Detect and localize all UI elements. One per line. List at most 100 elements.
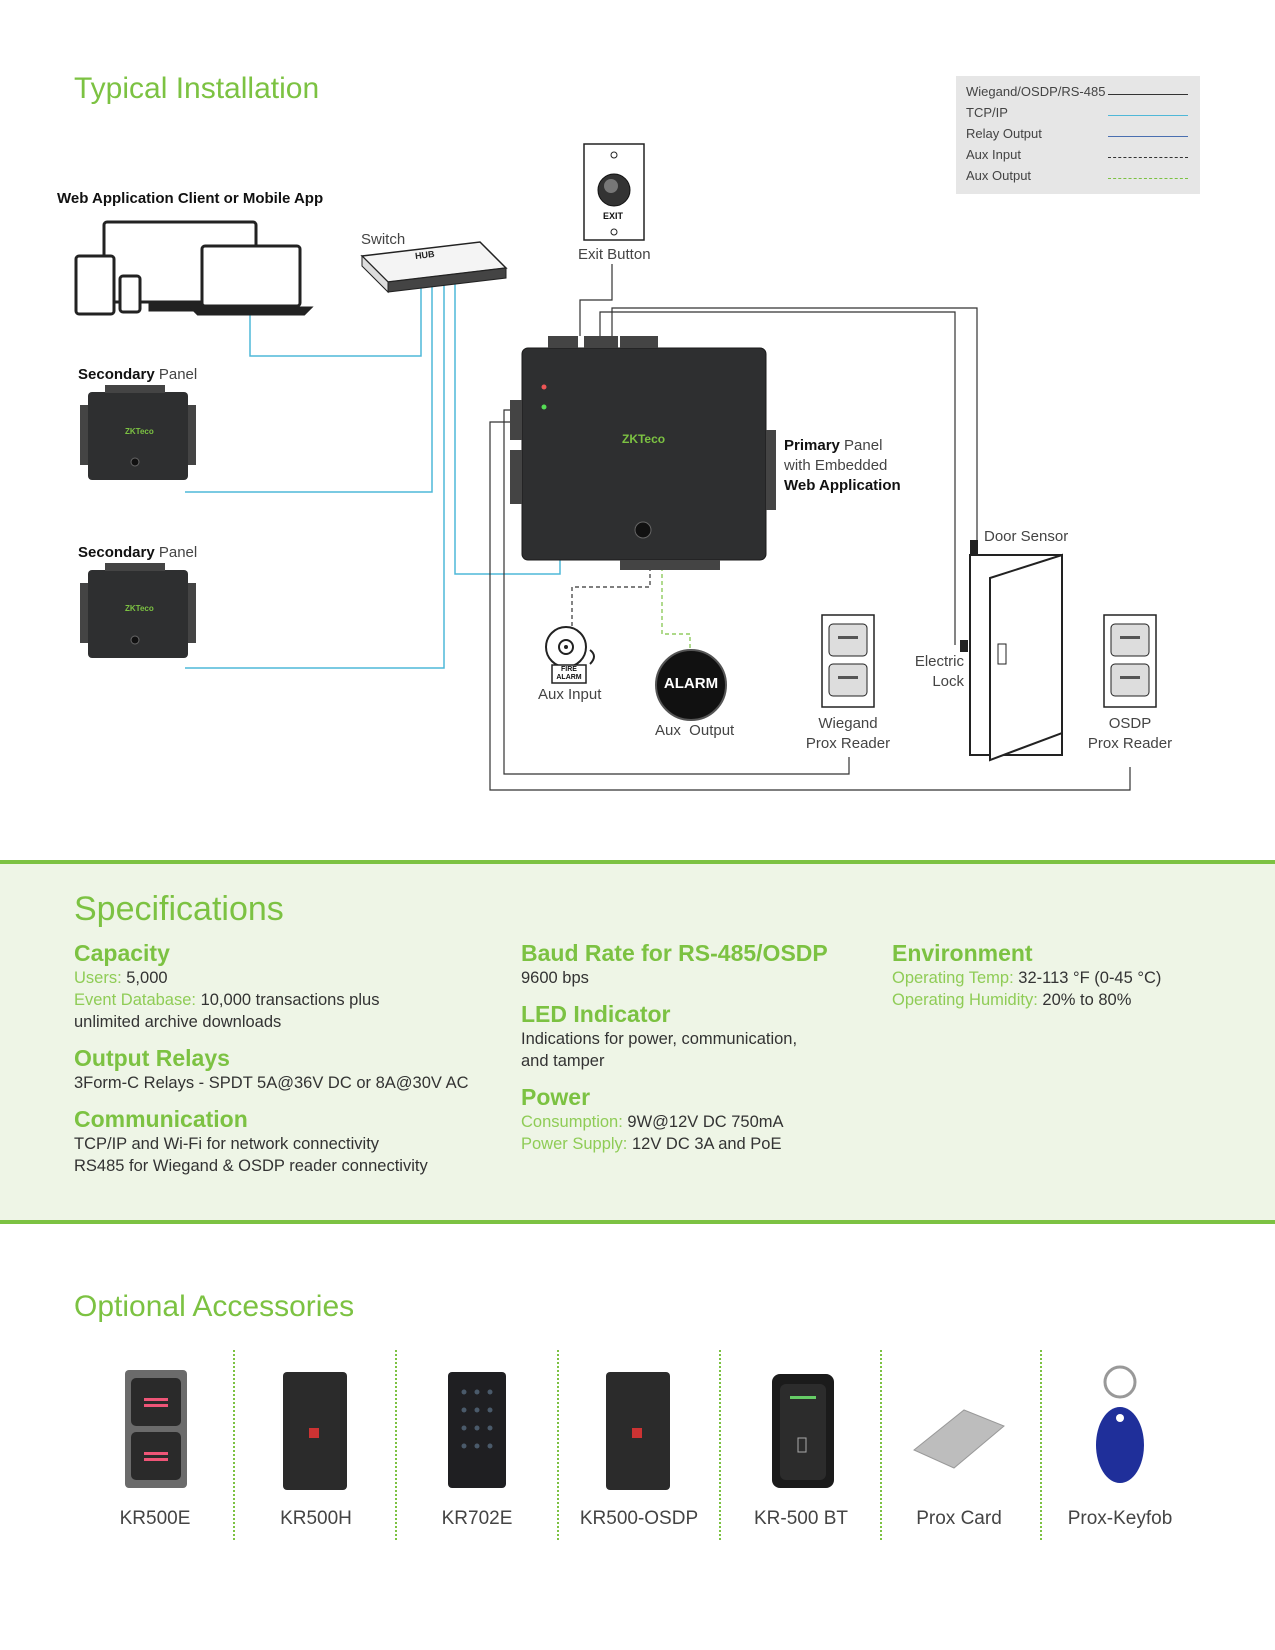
legend-label-relay: Relay Output — [966, 126, 1042, 141]
fire-alarm-bell-icon — [545, 626, 595, 684]
accessory-kr500h: KR500H — [241, 1360, 391, 1530]
primary-panel-device — [510, 336, 776, 570]
secondary-bold-1: Secondary — [78, 366, 155, 383]
electric-lock-2: Lock — [932, 673, 964, 690]
events-key: Event Database: — [74, 991, 196, 1009]
led-heading: LED Indicator — [521, 1001, 671, 1027]
alarm-text: ALARM — [663, 675, 719, 692]
osdp-1: OSDP — [1108, 715, 1152, 732]
client-label: Web Application Client or Mobile App — [57, 190, 324, 207]
capacity-users: Users: 5,000 — [74, 967, 514, 989]
wiegand-1: Wiegand — [818, 715, 878, 732]
accessory-name-kr702e: KR702E — [441, 1508, 513, 1529]
door-sensor-label: Door Sensor — [984, 528, 1069, 545]
legend-line-tcpip — [1108, 115, 1188, 116]
cons-key: Consumption: — [521, 1113, 623, 1131]
primary-panel-label: Primary Panel with Embedded Web Applicat… — [784, 436, 901, 496]
installation-title: Typical Installation — [74, 72, 320, 105]
kr500-osdp-image — [606, 1372, 670, 1490]
power-supply: Power Supply: 12V DC 3A and PoE — [521, 1133, 861, 1155]
secondary-bold-2: Secondary — [78, 544, 155, 561]
primary-line2: with Embedded — [784, 457, 888, 474]
accessory-prox-card: Prox Card — [884, 1360, 1034, 1530]
electric-lock-label: Electric Lock — [914, 652, 964, 692]
accessory-separator — [557, 1350, 559, 1540]
wiegand-2: Prox Reader — [805, 735, 891, 752]
door-icon — [960, 540, 1063, 762]
hum-key: Operating Humidity: — [892, 991, 1038, 1009]
switch-label: Switch — [361, 231, 406, 248]
aux-output-wire — [661, 560, 691, 650]
secondary-panel-1-device — [80, 385, 196, 480]
secondary-rest-1: Panel — [154, 366, 198, 383]
kr-500-bt-image — [772, 1374, 834, 1488]
legend-label-wiegand: Wiegand/OSDP/RS-485 — [966, 84, 1106, 99]
baud-text: 9600 bps — [521, 969, 589, 987]
osdp-reader-label: OSDP Prox Reader — [1082, 714, 1178, 754]
client-devices-icon — [74, 220, 314, 316]
capacity-events-2: unlimited archive downloads — [74, 1013, 282, 1031]
kr702e-image — [448, 1372, 506, 1488]
primary-panel-logo: ZKTeco — [622, 432, 666, 446]
accessory-separator — [880, 1350, 882, 1540]
accessory-separator — [719, 1350, 721, 1540]
temp-key: Operating Temp: — [892, 969, 1014, 987]
baud-heading: Baud Rate for RS-485/OSDP — [521, 940, 828, 966]
users-val: 5,000 — [121, 969, 168, 987]
osdp-reader-icon — [1103, 614, 1157, 708]
temp-val: 32-113 °F (0-45 °C) — [1013, 969, 1162, 987]
primary-line3: Web Application — [784, 477, 901, 494]
accessory-name-kr500h: KR500H — [280, 1508, 352, 1529]
aux-input-wire — [571, 560, 651, 627]
supply-val: 12V DC 3A and PoE — [627, 1135, 782, 1153]
legend-label-aux-output: Aux Output — [966, 168, 1032, 183]
wiegand-reader-label: Wiegand Prox Reader — [800, 714, 896, 754]
exit-button-label: Exit Button — [578, 246, 651, 263]
aux-output-label: Aux Output — [655, 722, 735, 739]
accessory-name-kr500e: KR500E — [119, 1508, 191, 1529]
prox-card-image — [913, 1409, 1005, 1469]
environment-humidity: Operating Humidity: 20% to 80% — [892, 989, 1232, 1011]
legend-line-aux-output — [1108, 178, 1188, 179]
users-key: Users: — [74, 969, 122, 987]
exit-text: EXIT — [603, 211, 624, 221]
secondary-rest-2: Panel — [154, 544, 198, 561]
secondary-panel-label-1: Secondary Panel — [78, 366, 197, 383]
alarm-siren-icon — [655, 649, 727, 721]
communication-line1: TCP/IP and Wi-Fi for network connectivit… — [74, 1135, 380, 1153]
led-line1: Indications for power, communication, — [521, 1030, 798, 1048]
secondary-panel-logo-1: ZKTeco — [125, 427, 154, 436]
accessory-prox-keyfob: Prox-Keyfob — [1045, 1360, 1195, 1530]
capacity-heading: Capacity — [74, 940, 170, 966]
legend: Wiegand/OSDP/RS-485 TCP/IP Relay Output … — [956, 76, 1200, 194]
power-consumption: Consumption: 9W@12V DC 750mA — [521, 1111, 861, 1133]
spec-col-3: Environment Operating Temp: 32-113 °F (0… — [892, 940, 1232, 1011]
led-line2: and tamper — [521, 1052, 605, 1070]
accessory-separator — [233, 1350, 235, 1540]
accessory-separator — [1040, 1350, 1042, 1540]
legend-label-aux-input: Aux Input — [966, 147, 1021, 162]
prox-keyfob-image — [1096, 1365, 1144, 1483]
relays-text: 3Form-C Relays - SPDT 5A@36V DC or 8A@30… — [74, 1074, 469, 1092]
tcpip-wires — [185, 278, 561, 669]
kr500h-image — [283, 1372, 347, 1490]
accessories-title: Optional Accessories — [74, 1290, 355, 1323]
switch-icon — [360, 241, 508, 294]
secondary-panel-logo-2: ZKTeco — [125, 604, 154, 613]
legend-line-aux-input — [1108, 157, 1188, 158]
secondary-panel-2-device — [80, 563, 196, 658]
primary-rest: Panel — [839, 437, 883, 454]
accessory-name-kr-500-bt: KR-500 BT — [754, 1508, 848, 1529]
fire-alarm-text: FIRE ALARM — [552, 666, 586, 682]
accessory-kr-500-bt: KR-500 BT — [726, 1360, 876, 1530]
specifications-section — [0, 860, 1275, 1224]
legend-line-relay — [1108, 136, 1188, 137]
legend-line-wiegand — [1108, 94, 1188, 95]
cons-val: 9W@12V DC 750mA — [622, 1113, 784, 1131]
specifications-title: Specifications — [74, 890, 284, 928]
environment-heading: Environment — [892, 940, 1033, 966]
fire-alarm-1: FIRE — [561, 666, 577, 673]
accessory-name-prox-keyfob: Prox-Keyfob — [1067, 1508, 1173, 1529]
legend-label-tcpip: TCP/IP — [966, 105, 1008, 120]
environment-temp: Operating Temp: 32-113 °F (0-45 °C) — [892, 967, 1232, 989]
